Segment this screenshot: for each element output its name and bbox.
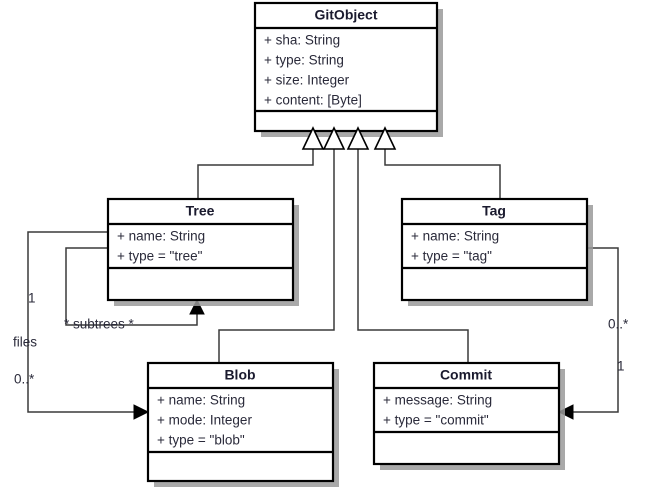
arrowhead-subtrees [189, 298, 205, 315]
arrowhead-files [133, 404, 150, 420]
multiplicity-files-source: 1 [28, 291, 36, 306]
generalization-triangle-tree [301, 126, 325, 150]
multiplicity-tag-commit-target: 1 [617, 359, 625, 374]
multiplicity-files-target: 0..* [14, 372, 35, 387]
class-attribute: + type = "tree" [117, 249, 203, 264]
class-attribute: + size: Integer [264, 73, 350, 88]
class-attribute: + type = "commit" [383, 413, 489, 428]
generalization-triangle-blob [322, 126, 346, 150]
generalization-edge-blob [218, 148, 335, 363]
class-box-commit[interactable]: Commit + message: String + type = "commi… [372, 361, 565, 470]
association-label-files: files [13, 335, 37, 350]
class-box-blob[interactable]: Blob + name: String + mode: Integer + ty… [146, 361, 339, 487]
class-name-tag: Tag [482, 203, 506, 219]
class-attribute: + sha: String [264, 33, 340, 48]
association-arrowheads [133, 298, 574, 420]
generalization-triangle-commit [346, 126, 370, 150]
class-box-gitobject[interactable]: GitObject + sha: String + type: String +… [253, 1, 443, 137]
class-attribute: + name: String [411, 229, 499, 244]
class-attribute: + content: [Byte] [264, 93, 362, 108]
multiplicity-tag-commit-source: 0..* [608, 317, 629, 332]
association-label-subtrees: * subtrees * [64, 317, 135, 332]
edge-labels: 1 files 0..* * subtrees * 0..* 1 [13, 291, 629, 387]
class-attribute: + name: String [117, 229, 205, 244]
class-attribute: + message: String [383, 393, 492, 408]
class-name-blob: Blob [224, 367, 255, 383]
generalization-edges [197, 148, 501, 363]
generalization-triangle-tag [373, 126, 397, 150]
association-edges [27, 231, 619, 413]
class-box-tree[interactable]: Tree + name: String + type = "tree" [106, 197, 299, 306]
class-attribute: + type = "tag" [411, 249, 492, 264]
generalization-edge-commit [357, 148, 469, 363]
class-name-gitobject: GitObject [314, 7, 377, 23]
class-name-commit: Commit [440, 367, 492, 383]
class-attribute: + mode: Integer [157, 413, 252, 428]
generalization-edge-tag [384, 148, 501, 199]
class-attribute: + type = "blob" [157, 433, 245, 448]
association-edge-files [27, 231, 140, 413]
association-edge-subtrees [65, 247, 198, 326]
arrowhead-tag-commit [557, 404, 574, 420]
generalization-triangles [301, 126, 397, 150]
association-edge-tag-commit [567, 247, 619, 413]
class-attribute: + name: String [157, 393, 245, 408]
class-name-tree: Tree [186, 203, 215, 219]
class-box-tag[interactable]: Tag + name: String + type = "tag" [400, 197, 593, 306]
class-attribute: + type: String [264, 53, 344, 68]
generalization-edge-tree [197, 148, 314, 199]
